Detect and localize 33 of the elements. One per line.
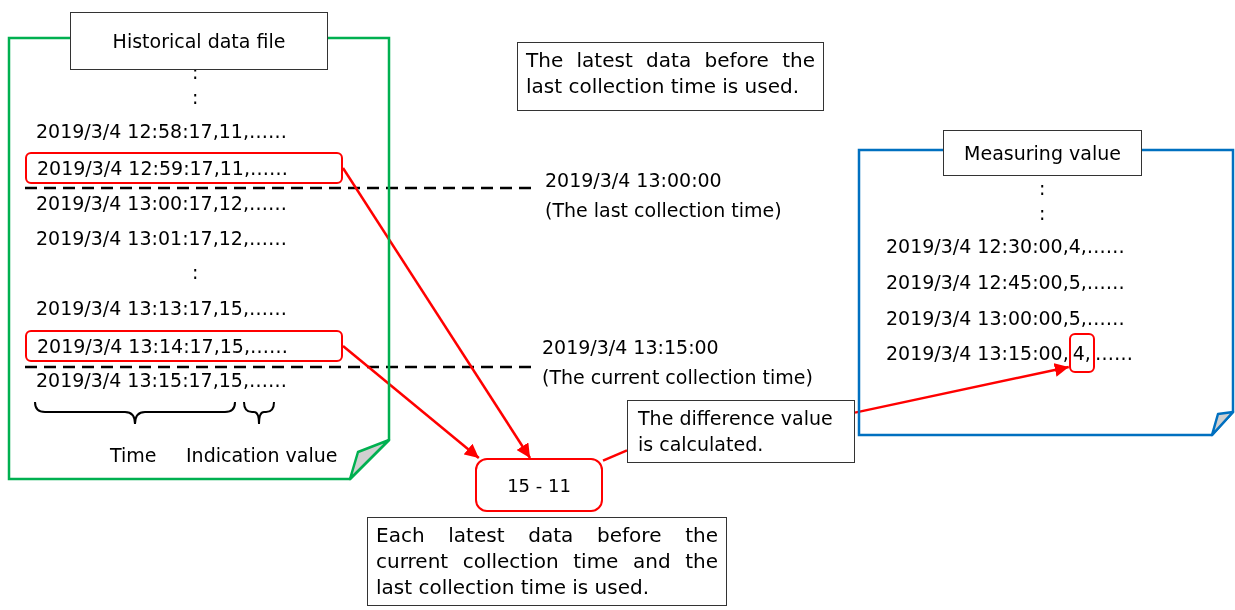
data-record: 2019/3/4 13:00:17,12,…… (36, 191, 287, 215)
arrow (854, 363, 1069, 414)
highlighted-record: 2019/3/4 12:59:17,11,…… (25, 152, 343, 184)
brace-label: Indication value (186, 443, 338, 467)
highlighted-value: 4, (1068, 333, 1095, 373)
time-label: (The current collection time) (542, 365, 813, 390)
arrow (342, 345, 480, 459)
arrow (341, 167, 532, 459)
note-box: The latest data before the last collection time is used. (517, 42, 824, 111)
time-label: 2019/3/4 13:15:00 (542, 335, 719, 360)
file-title: Measuring value (943, 130, 1142, 176)
file-title: Historical data file (70, 12, 328, 70)
connector-line (602, 449, 628, 462)
ellipsis-mark: : (192, 260, 199, 284)
data-record: 2019/3/4 13:13:17,15,…… (36, 296, 287, 320)
data-record: 2019/3/4 12:30:00,4,…… (886, 234, 1125, 258)
time-label: (The last collection time) (545, 198, 782, 223)
ellipsis-mark: …… (1094, 341, 1133, 365)
ellipsis-mark: : (1039, 201, 1046, 225)
data-record: 2019/3/4 12:45:00,5,…… (886, 270, 1125, 294)
note-box: Each latest data before the current collection time and the last collection time is used. (367, 517, 727, 606)
highlighted-record: 2019/3/4 13:14:17,15,…… (25, 330, 343, 362)
ellipsis-mark: : (1039, 176, 1046, 200)
data-record: 2019/3/4 13:00:00,5,…… (886, 306, 1125, 330)
data-record: 2019/3/4 13:15:17,15,…… (36, 368, 287, 392)
time-label: 2019/3/4 13:00:00 (545, 168, 722, 193)
data-record: 2019/3/4 12:58:17,11,…… (36, 119, 287, 143)
data-record: 2019/3/4 13:15:00, (886, 341, 1069, 365)
calculation-box: 15 - 11 (475, 458, 603, 512)
ellipsis-mark: : (192, 85, 199, 109)
data-record: 2019/3/4 13:01:17,12,…… (36, 226, 287, 250)
note-box: The difference value is calculated. (627, 400, 855, 463)
brace-label: Time (110, 443, 157, 467)
